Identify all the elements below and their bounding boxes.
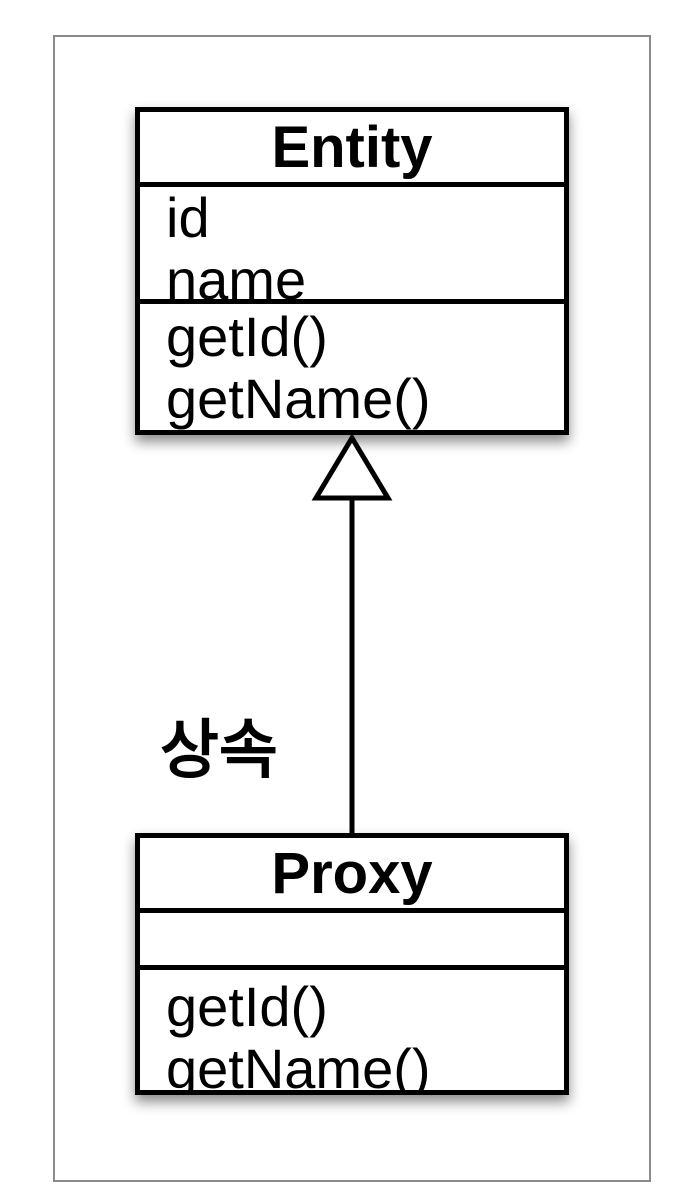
class-box-entity: Entity id name getId() getName() — [135, 107, 569, 435]
method-getname: getName() — [166, 367, 431, 430]
proxy-methods-compartment: getId() getName() — [140, 970, 564, 1091]
method-getid: getId() — [166, 975, 328, 1038]
attribute-name: name — [166, 248, 307, 304]
proxy-attributes-compartment — [140, 913, 564, 970]
class-box-proxy: Proxy getId() getName() — [135, 833, 569, 1095]
entity-attributes-compartment: id name — [140, 187, 564, 304]
class-name-entity: Entity — [140, 112, 564, 187]
attribute-id: id — [166, 187, 210, 249]
method-getname: getName() — [166, 1037, 431, 1091]
entity-methods-compartment: getId() getName() — [140, 304, 564, 430]
relationship-label: 상속 — [160, 714, 278, 786]
method-getid: getId() — [166, 305, 328, 368]
class-name-proxy: Proxy — [140, 838, 564, 913]
